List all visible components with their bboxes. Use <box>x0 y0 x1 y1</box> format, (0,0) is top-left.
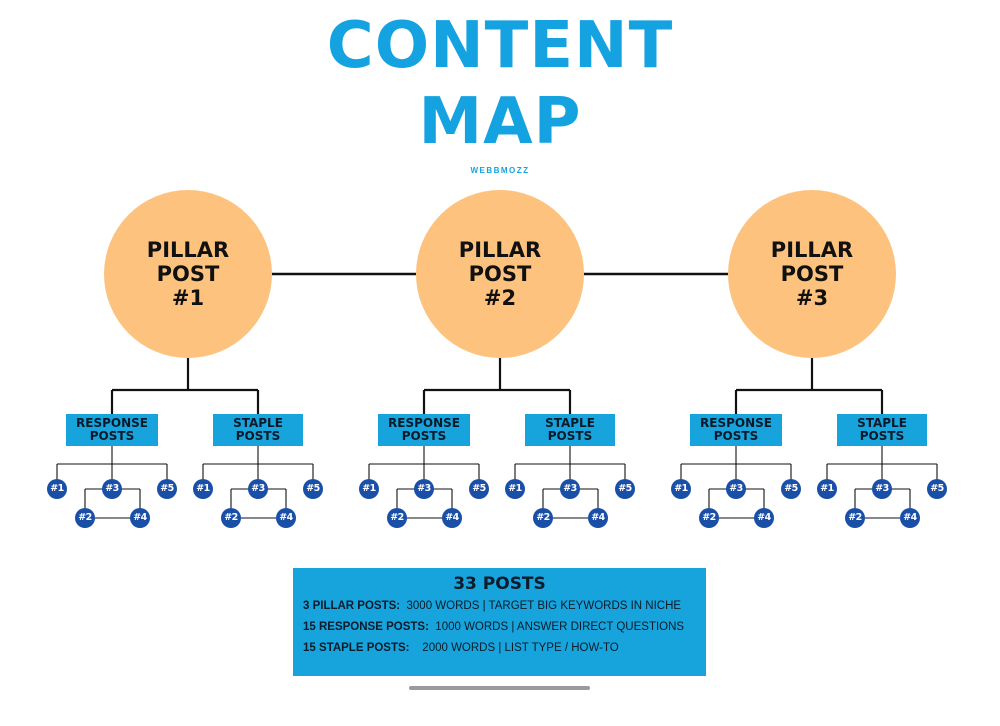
pillar-label-line2: POST <box>780 262 844 286</box>
post-number-badge: #5 <box>927 479 947 499</box>
post-number-badge: #3 <box>726 479 746 499</box>
summary-row-label: 15 STAPLE POSTS: <box>303 642 410 654</box>
post-number-badge: #2 <box>75 508 95 528</box>
post-number-badge: #4 <box>588 508 608 528</box>
pillar-label-line3: #3 <box>795 286 829 310</box>
post-number-badge: #1 <box>505 479 525 499</box>
post-number-badge: #5 <box>615 479 635 499</box>
pillar-label-line1: PILLAR <box>770 238 854 262</box>
post-number-badge: #1 <box>359 479 379 499</box>
summary-title: 33 POSTS <box>453 574 546 594</box>
post-number-badge: #2 <box>533 508 553 528</box>
post-number-badge: #1 <box>47 479 67 499</box>
summary-row-text: 2000 WORDS | LIST TYPE / HOW-TO <box>422 642 619 654</box>
box-label-line1: RESPONSE <box>388 416 460 430</box>
post-number-badge: #5 <box>303 479 323 499</box>
post-number-badge: #2 <box>387 508 407 528</box>
summary-row-response: 15 RESPONSE POSTS: 1000 WORDS | ANSWER D… <box>303 617 696 638</box>
pillar-label-line2: POST <box>468 262 532 286</box>
box-label-line2: POSTS <box>859 429 905 443</box>
post-number-badge: #4 <box>900 508 920 528</box>
box-label-line1: RESPONSE <box>700 416 772 430</box>
post-number-badge: #2 <box>845 508 865 528</box>
post-number-badge: #4 <box>276 508 296 528</box>
post-number-badge: #3 <box>414 479 434 499</box>
post-number-badge: #5 <box>157 479 177 499</box>
summary-row-label: 15 RESPONSE POSTS: <box>303 621 429 633</box>
box-label-line2: POSTS <box>713 429 759 443</box>
post-number-badge: #3 <box>248 479 268 499</box>
pillar-label-line1: PILLAR <box>458 238 542 262</box>
post-number-badge: #5 <box>781 479 801 499</box>
post-number-badge: #4 <box>130 508 150 528</box>
post-number-badge: #1 <box>193 479 213 499</box>
summary-box: 33 POSTS 3 PILLAR POSTS: 3000 WORDS | TA… <box>293 568 706 676</box>
pillar-label-line3: #1 <box>171 286 205 310</box>
post-number-badge: #3 <box>872 479 892 499</box>
title-line-2: MAP <box>418 85 582 159</box>
post-number-badge: #4 <box>442 508 462 528</box>
summary-row-text: 3000 WORDS | TARGET BIG KEYWORDS IN NICH… <box>406 600 682 612</box>
summary-row-pillar: 3 PILLAR POSTS: 3000 WORDS | TARGET BIG … <box>303 596 696 617</box>
post-number-badge: #3 <box>102 479 122 499</box>
summary-row-text: 1000 WORDS | ANSWER DIRECT QUESTIONS <box>435 621 685 633</box>
pillar-label-line3: #2 <box>483 286 517 310</box>
summary-row-label: 3 PILLAR POSTS: <box>303 600 401 612</box>
summary-row-staple: 15 STAPLE POSTS: 2000 WORDS | LIST TYPE … <box>303 638 696 659</box>
horizontal-scrollbar[interactable] <box>409 686 590 690</box>
box-label-line1: STAPLE <box>857 416 907 430</box>
post-number-badge: #1 <box>671 479 691 499</box>
pillar-label-line2: POST <box>156 262 220 286</box>
post-number-badge: #2 <box>221 508 241 528</box>
brand-name: WEBBMOZZ <box>470 166 530 175</box>
box-label-line1: STAPLE <box>233 416 283 430</box>
box-label-line2: POSTS <box>401 429 447 443</box>
box-label-line2: POSTS <box>547 429 593 443</box>
pillar-label-line1: PILLAR <box>146 238 230 262</box>
box-label-line2: POSTS <box>235 429 281 443</box>
post-number-badge: #3 <box>560 479 580 499</box>
box-label-line1: STAPLE <box>545 416 595 430</box>
post-number-badge: #2 <box>699 508 719 528</box>
post-number-badge: #1 <box>817 479 837 499</box>
box-label-line1: RESPONSE <box>76 416 148 430</box>
post-number-badge: #4 <box>754 508 774 528</box>
post-number-badge: #5 <box>469 479 489 499</box>
title-line-1: CONTENT <box>326 9 674 83</box>
box-label-line2: POSTS <box>89 429 135 443</box>
